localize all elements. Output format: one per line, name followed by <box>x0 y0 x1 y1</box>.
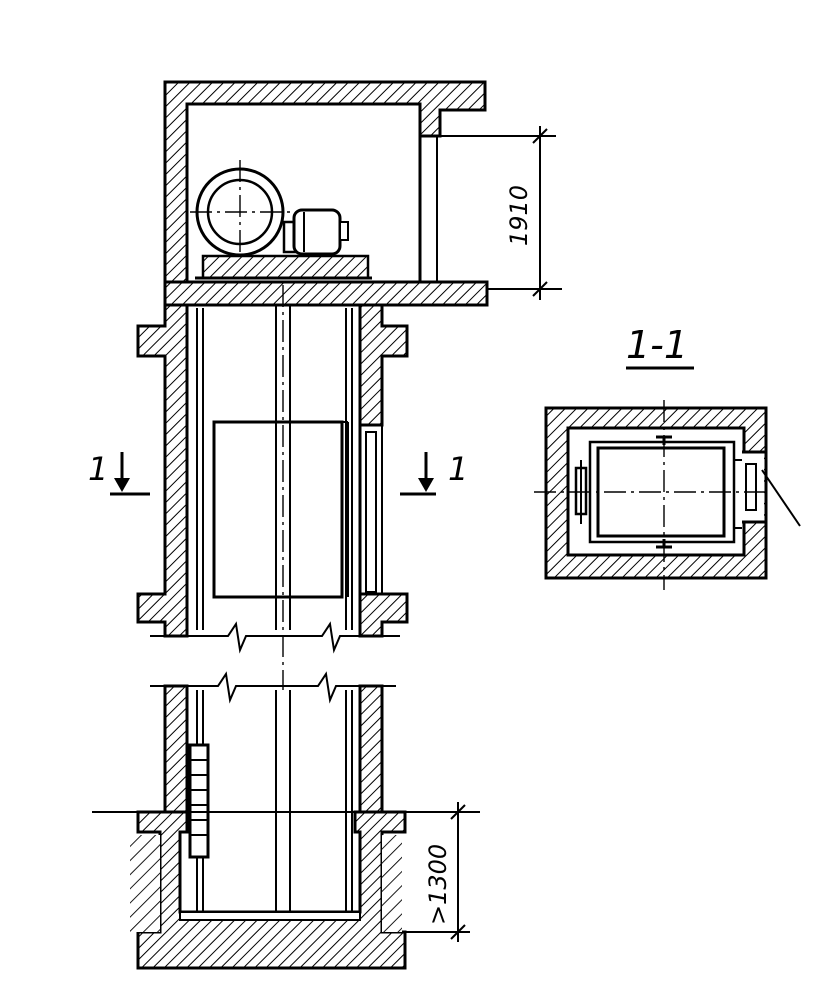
section-1-1: 1-1 <box>534 323 801 590</box>
dimension-machine-room: 1910 <box>440 126 562 300</box>
pit-structure <box>136 810 407 970</box>
shaft-wall-right-lower <box>358 592 409 638</box>
landing-door <box>365 431 377 593</box>
section-label-right: 1 <box>448 450 468 488</box>
section-shaft-walls <box>544 406 768 580</box>
shaft-wall-left-pit <box>163 684 189 814</box>
section-mark-right: 1 <box>400 450 468 496</box>
electric-motor <box>292 208 342 256</box>
section-landing-door <box>745 463 757 511</box>
winch-base-frame <box>201 254 370 280</box>
dimension-label-1910: 1910 <box>505 185 533 246</box>
shaft-wall-right-pit <box>358 684 384 814</box>
shaft-wall-left-upper <box>136 303 189 638</box>
winch-motor <box>190 160 372 280</box>
shaft-lower <box>92 684 480 970</box>
machine-room <box>163 80 489 307</box>
shaft-upper <box>136 285 409 690</box>
counterweight <box>188 743 210 859</box>
elevator-car <box>212 420 344 599</box>
shaft-wall-right-upper <box>358 303 409 427</box>
dimension-pit: >1300 <box>405 802 470 942</box>
machine-room-floor-slab <box>163 280 489 307</box>
break-lines <box>150 621 400 704</box>
section-title: 1-1 <box>626 323 688 367</box>
section-mark-left: 1 <box>88 450 150 496</box>
section-label-left: 1 <box>88 450 108 488</box>
dimension-label-1300: >1300 <box>424 844 452 925</box>
